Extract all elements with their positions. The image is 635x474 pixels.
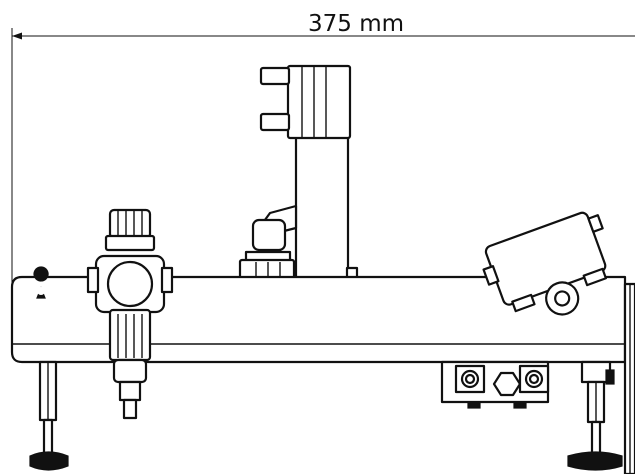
filter-bowl xyxy=(108,308,152,362)
left-leveling-foot xyxy=(29,360,69,471)
beam-body xyxy=(10,275,627,364)
angled-fitting xyxy=(238,204,298,280)
regulator-knob xyxy=(108,208,152,240)
gauge-box xyxy=(482,211,608,316)
column-top-block xyxy=(286,64,352,140)
base-beam xyxy=(10,266,627,364)
width-dimension: 375 mm xyxy=(11,11,635,330)
top-connector-lower xyxy=(259,112,291,132)
top-connector-upper xyxy=(259,66,291,86)
right-flange xyxy=(623,282,635,474)
filter-regulator xyxy=(86,208,174,420)
dimension-label: 375 mm xyxy=(308,11,404,37)
right-leveling-foot xyxy=(567,360,623,471)
left-foot-pad xyxy=(29,451,69,471)
manifold-block xyxy=(440,360,550,409)
dimension-arrow-left xyxy=(12,32,22,40)
column-body xyxy=(294,134,350,280)
right-foot-pad xyxy=(567,451,623,471)
drain-valve xyxy=(122,398,138,420)
regulator-gauge xyxy=(106,260,154,308)
hex-plug xyxy=(492,371,522,397)
